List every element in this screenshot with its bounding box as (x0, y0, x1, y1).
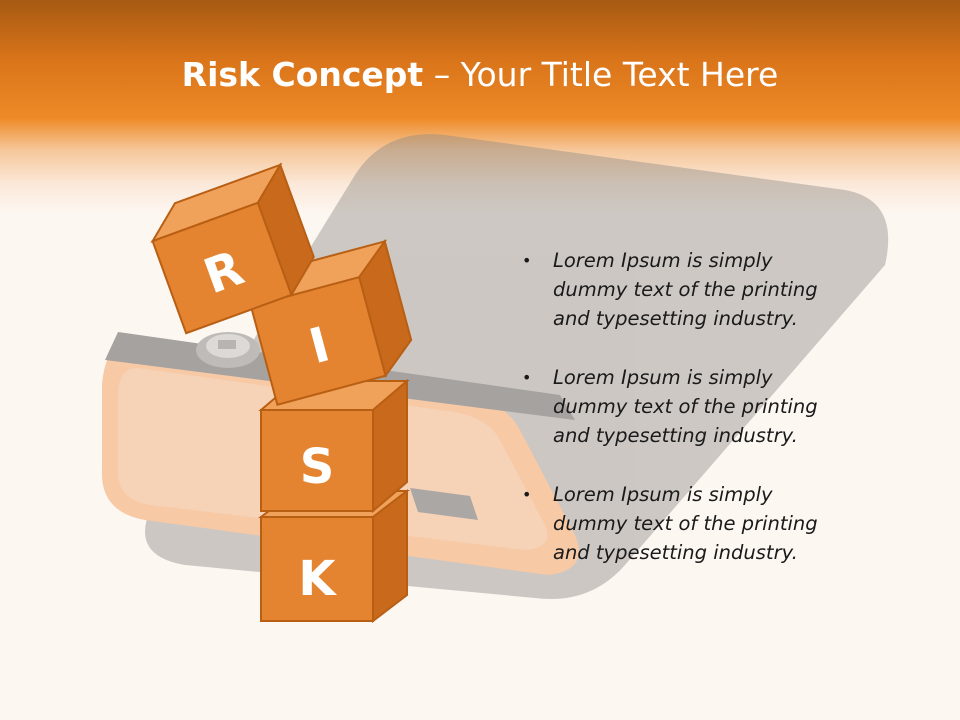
risk-block-r: R (150, 162, 315, 335)
bullet-icon: • (522, 485, 532, 504)
slide-title: Risk Concept – Your Title Text Here (0, 52, 960, 98)
risk-blocks: K S I R (150, 162, 413, 624)
title-bold: Risk Concept (181, 55, 424, 94)
bullet-icon: • (522, 251, 532, 270)
title-subtitle: – Your Title Text Here (423, 55, 779, 94)
bullet-item: • Lorem Ipsum is simply dummy text of the… (520, 480, 850, 567)
bullet-text: Lorem Ipsum is simply dummy text of the … (553, 249, 818, 330)
risk-block-letter: K (298, 551, 337, 607)
bullet-text: Lorem Ipsum is simply dummy text of the … (553, 483, 818, 564)
risk-block-letter: S (300, 439, 335, 495)
bullet-list: • Lorem Ipsum is simply dummy text of the… (520, 246, 850, 597)
bullet-text: Lorem Ipsum is simply dummy text of the … (553, 366, 818, 447)
bullet-item: • Lorem Ipsum is simply dummy text of the… (520, 246, 850, 333)
bullet-item: • Lorem Ipsum is simply dummy text of the… (520, 363, 850, 450)
bullet-icon: • (522, 368, 532, 387)
